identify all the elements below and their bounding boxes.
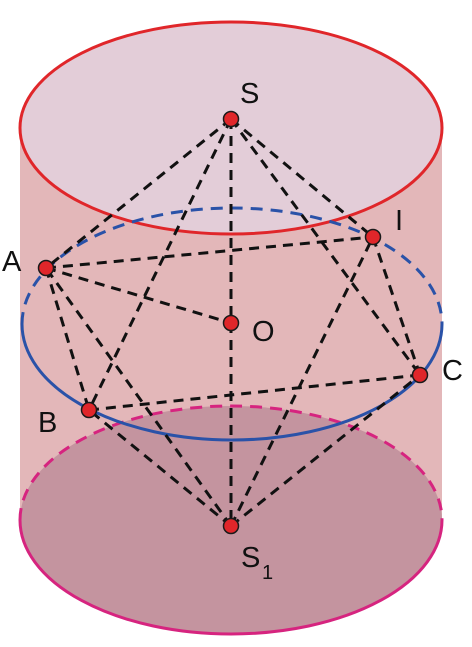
edge-s1-b xyxy=(88,408,232,528)
label-b: B xyxy=(38,407,57,439)
point-a xyxy=(37,259,55,277)
edge-b-c xyxy=(88,373,421,412)
point-i xyxy=(364,228,382,246)
point-s xyxy=(222,110,240,128)
label-a: A xyxy=(2,246,22,278)
label-c: C xyxy=(442,355,463,387)
edge-s-a xyxy=(45,117,232,270)
label-i: I xyxy=(395,205,403,237)
edge-s-i xyxy=(230,117,374,239)
point-s1 xyxy=(222,517,240,535)
edge-s1-i xyxy=(229,236,375,527)
edge-s1-a xyxy=(44,267,233,527)
point-b xyxy=(80,401,98,419)
point-c xyxy=(411,366,429,384)
edge-s1-c xyxy=(230,373,421,528)
octahedron-edges xyxy=(44,117,422,528)
top-rim xyxy=(18,20,444,236)
label-s: S xyxy=(240,78,259,110)
edge-a-i xyxy=(45,235,374,270)
edge-s-c xyxy=(229,118,422,376)
edge-a-b xyxy=(44,267,91,411)
bottom-rim-front xyxy=(18,519,444,636)
point-o xyxy=(222,314,240,332)
label-s1-base: S xyxy=(241,542,260,574)
label-o: O xyxy=(252,316,275,348)
edge-a-o xyxy=(45,266,232,325)
label-s1-subscript: 1 xyxy=(262,562,273,584)
edge-i-c xyxy=(371,236,422,376)
edge-s-b xyxy=(87,118,233,411)
bottom-rim-back xyxy=(18,404,444,521)
points xyxy=(37,110,429,535)
